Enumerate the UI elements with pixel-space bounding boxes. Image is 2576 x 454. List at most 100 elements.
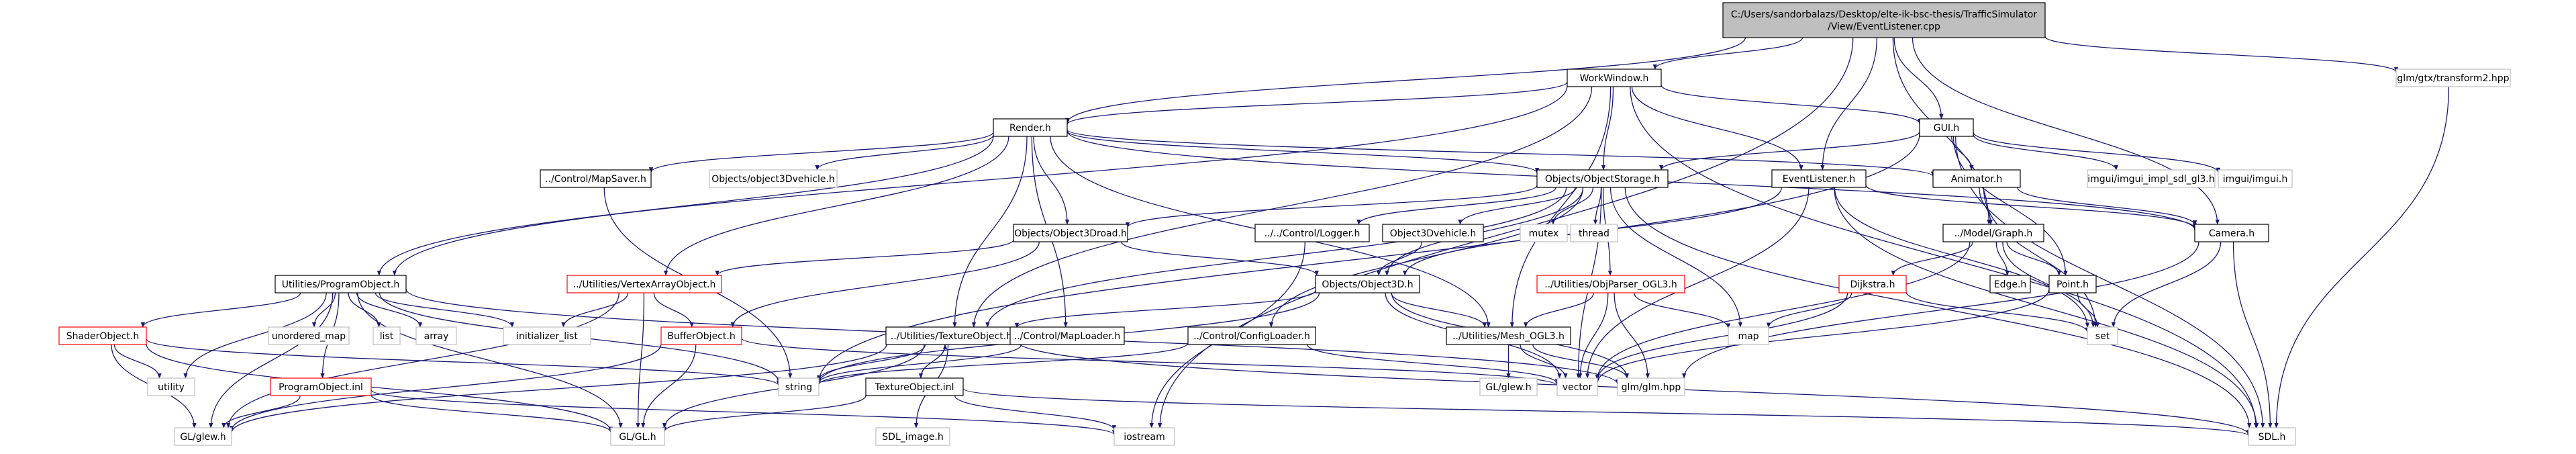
edge-textureobject_inl-to-textureobject_h — [920, 344, 948, 379]
node-box-map — [1728, 326, 1769, 345]
node-camera[interactable]: Camera.h — [2194, 224, 2269, 242]
edge-camera-to-glm — [1681, 241, 2199, 379]
node-sdl_image: SDL_image.h — [875, 427, 950, 446]
node-mesh[interactable]: ../Utilities/Mesh_OGL3.h — [1446, 326, 1571, 345]
node-label-root: /View/EventListener.cpp — [1828, 21, 1940, 32]
node-modelgraph[interactable]: ../Model/Graph.h — [1942, 224, 2044, 242]
node-maploader[interactable]: ../Control/MapLoader.h — [1009, 326, 1125, 345]
edge-programobject_h-to-shaderobject — [140, 292, 301, 328]
node-box-sdl — [2248, 427, 2296, 446]
edge-objparser-to-glm — [1614, 292, 1650, 379]
node-root[interactable]: C:/Users/sandorbalazs/Desktop/elte-ik-bs… — [1722, 2, 2046, 38]
edge-animator-to-set — [1983, 187, 2098, 328]
node-mapsaver[interactable]: ../Control/MapSaver.h — [540, 169, 652, 188]
node-eventlistener[interactable]: EventListener.h — [1771, 169, 1867, 188]
node-edge[interactable]: Edge.h — [1989, 275, 2031, 293]
node-box-object3d — [1315, 275, 1420, 293]
node-label-textureobject_h: ../Utilities/TextureObject.h — [891, 331, 1012, 342]
edge-workwindow-to-objectstorage — [1601, 86, 1614, 171]
node-label-configloader: ../Control/ConfigLoader.h — [1193, 331, 1310, 342]
edge-programobject_h-to-unordered_map — [311, 292, 336, 328]
node-label-glm: glm/glm.hpp — [1622, 382, 1681, 393]
node-label-shaderobject: ShaderObject.h — [66, 331, 140, 342]
node-dijkstra[interactable]: Dijkstra.h — [1838, 275, 1907, 293]
node-box-string — [778, 377, 820, 396]
edge-workwindow-to-sdl — [1630, 86, 2259, 428]
node-programobject_h[interactable]: Utilities/ProgramObject.h — [275, 275, 407, 293]
node-label-edge: Edge.h — [1994, 279, 2027, 290]
node-box-camera — [2194, 224, 2269, 242]
edge-render-to-vertexarray — [663, 136, 1009, 276]
edge-bufferobject-to-glglew — [229, 344, 662, 432]
node-workwindow[interactable]: WorkWindow.h — [1567, 69, 1662, 87]
edge-objectstorage-to-object3droad — [1125, 185, 1538, 228]
node-box-mutex — [1520, 224, 1568, 242]
node-label-render: Render.h — [1009, 123, 1051, 134]
node-glglew: GL/glew.h — [174, 427, 232, 446]
node-box-gui — [1919, 118, 1974, 137]
node-label-bufferobject: BufferObject.h — [667, 331, 735, 342]
node-box-textureobject_h — [885, 326, 1018, 345]
node-bufferobject[interactable]: BufferObject.h — [660, 326, 742, 345]
edge-objparser-to-vector — [1578, 292, 1609, 379]
node-shaderobject[interactable]: ShaderObject.h — [58, 326, 147, 345]
node-gui[interactable]: GUI.h — [1919, 118, 1974, 137]
node-label-objectstorage: Objects/ObjectStorage.h — [1545, 174, 1660, 185]
edge-root-to-iostream — [1157, 37, 1854, 428]
edge-configloader-to-vector — [1307, 344, 1560, 385]
edge-modelgraph-to-set — [2002, 241, 2095, 328]
node-mutex: mutex — [1520, 224, 1568, 242]
node-box-textureobject_inl — [865, 377, 964, 396]
edge-gui-to-sdl — [1955, 136, 2265, 428]
edge-camera-to-sdl — [2232, 241, 2273, 428]
node-render[interactable]: Render.h — [993, 118, 1068, 137]
node-label-map: map — [1738, 331, 1758, 342]
edge-objectstorage-to-configloader — [1269, 187, 1584, 328]
node-box-iostream — [1113, 427, 1175, 446]
node-unordered_map: unordered_map — [268, 326, 350, 345]
edge-bufferobject-to-glgl — [641, 344, 697, 428]
edge-modelgraph-to-vector — [1595, 241, 1971, 380]
node-vertexarray[interactable]: ../Utilities/VertexArrayObject.h — [566, 275, 722, 293]
node-textureobject_inl[interactable]: TextureObject.inl — [865, 377, 964, 396]
node-point[interactable]: Point.h — [2048, 275, 2097, 293]
node-initializer_list: initializer_list — [503, 326, 591, 345]
node-objparser[interactable]: ../Utilities/ObjParser_OGL3.h — [1536, 275, 1685, 293]
node-animator[interactable]: Animator.h — [1932, 169, 2021, 188]
edge-gui-to-string — [816, 134, 1920, 383]
node-box-sdl_image — [875, 427, 950, 446]
edge-objectstorage-to-sdl — [1624, 187, 2252, 428]
node-textureobject_h[interactable]: ../Utilities/TextureObject.h — [885, 326, 1018, 345]
node-sdl: SDL.h — [2248, 427, 2296, 446]
edge-gui-to-point — [1952, 136, 2068, 276]
node-box-programobject_h — [275, 275, 407, 293]
node-object3dvehicle[interactable]: Object3Dvehicle.h — [1382, 224, 1484, 242]
node-object3droad[interactable]: Objects/Object3Droad.h — [1013, 224, 1128, 242]
node-box-glglew_lower — [1479, 377, 1538, 396]
node-configloader[interactable]: ../Control/ConfigLoader.h — [1187, 326, 1316, 345]
edge-objparser-to-map — [1633, 292, 1731, 329]
node-box-initializer_list — [503, 326, 591, 345]
node-label-camera: Camera.h — [2209, 228, 2255, 239]
node-objectstorage[interactable]: Objects/ObjectStorage.h — [1536, 169, 1669, 188]
node-label-object3dvehicle: Object3Dvehicle.h — [1390, 228, 1476, 239]
node-label-gui: GUI.h — [1934, 123, 1960, 134]
node-box-utility — [147, 377, 195, 396]
node-list: list — [373, 326, 401, 345]
node-logger[interactable]: ../../Control/Logger.h — [1254, 224, 1370, 242]
edge-objectstorage-to-mutex — [1550, 187, 1594, 225]
node-programobject_inl[interactable]: ProgramObject.inl — [270, 377, 372, 396]
node-label-glglew_lower: GL/glew.h — [1485, 382, 1531, 393]
node-imgui: imgui/imgui.h — [2218, 169, 2293, 188]
edge-object3dvehicle-to-object3d — [1376, 241, 1422, 276]
node-set: set — [2087, 326, 2118, 345]
node-imgui_sdl: imgui/imgui_impl_sdl_gl3.h — [2087, 169, 2216, 188]
edge-root-to-eventlistener — [1820, 37, 1877, 171]
edge-gui-to-animator — [1951, 136, 1974, 171]
node-obj3dvehicle_lower: Objects/object3Dvehicle.h — [709, 169, 838, 188]
dependency-nodes: C:/Users/sandorbalazs/Desktop/elte-ik-bs… — [58, 2, 2511, 446]
node-object3d[interactable]: Objects/Object3D.h — [1315, 275, 1420, 293]
node-label-objparser: ../Utilities/ObjParser_OGL3.h — [1544, 279, 1677, 290]
edge-gui-to-imgui_sdl — [1973, 134, 2118, 171]
node-box-programobject_inl — [270, 377, 372, 396]
